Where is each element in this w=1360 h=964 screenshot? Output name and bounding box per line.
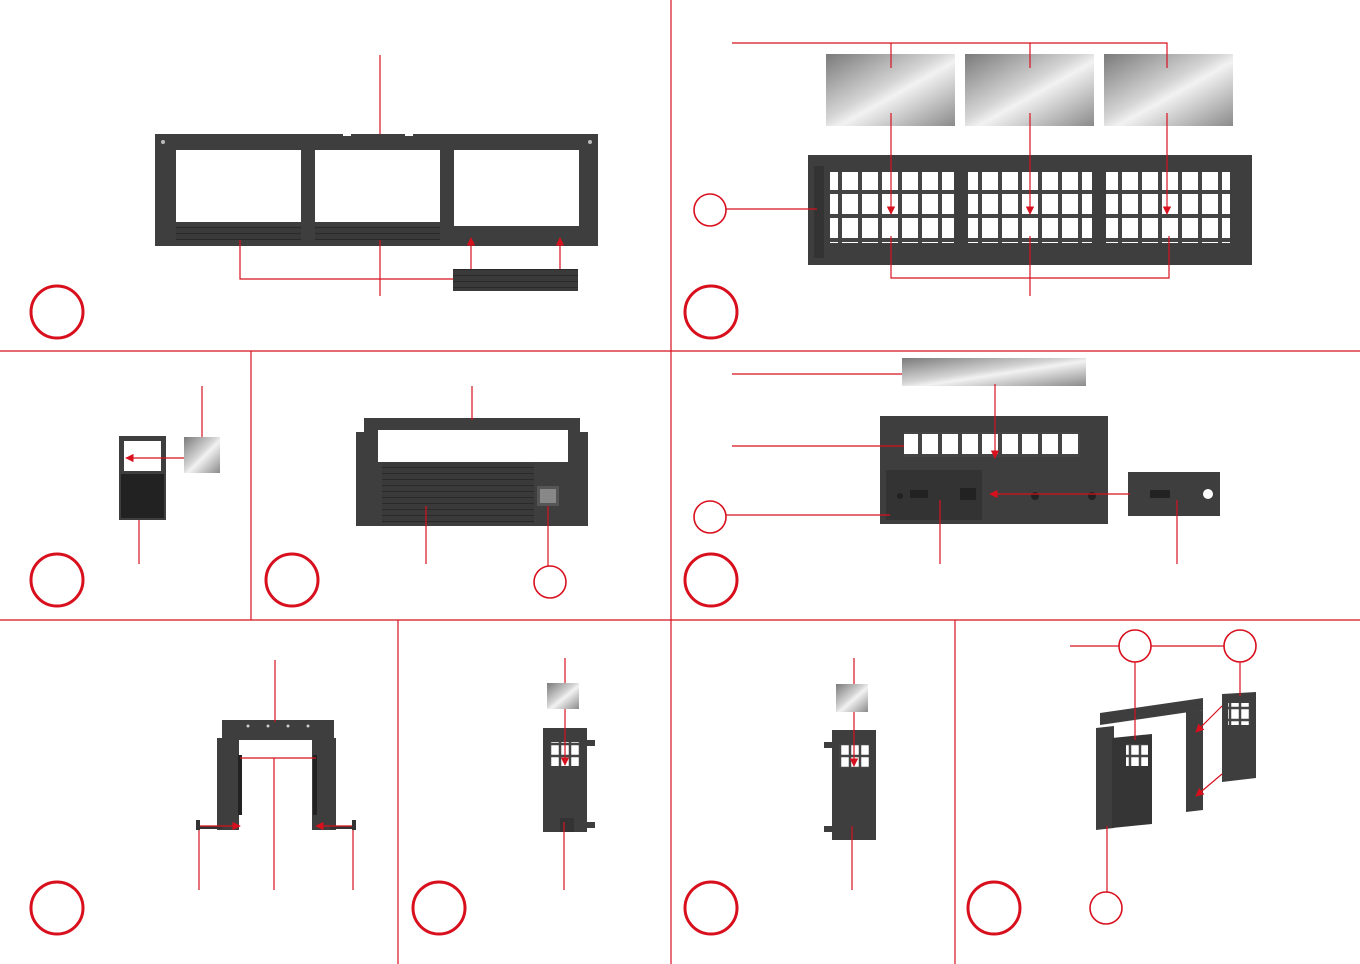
leader-lines (1070, 646, 1240, 892)
step-circle (685, 882, 737, 934)
step-a (31, 55, 598, 338)
right-door-part (1222, 692, 1256, 782)
door-marker-circle (534, 566, 566, 598)
step-b (685, 43, 1252, 338)
glass-strip (902, 358, 1086, 386)
door-front-part (356, 418, 588, 526)
step-f (31, 660, 356, 934)
arch-assembly (1096, 698, 1203, 830)
side-wall-part (880, 416, 1108, 524)
top-marker-left (1119, 630, 1151, 662)
side-marker-circle (694, 501, 726, 533)
small-door-part (119, 436, 166, 520)
arch-frame-part (217, 720, 336, 830)
step-g (413, 658, 595, 934)
step-d (266, 386, 588, 606)
step-circle (31, 554, 83, 606)
small-panel-part (1128, 472, 1220, 516)
side-marker-circle (694, 194, 726, 226)
slatted-insert-part (453, 269, 578, 291)
step-circle (968, 882, 1020, 934)
step-circle (685, 286, 737, 338)
step-e (685, 358, 1220, 606)
step-circle (31, 286, 83, 338)
glass-square (184, 437, 220, 473)
glass-square (547, 683, 579, 709)
glass-pane-3 (1104, 54, 1233, 126)
door-leaf-part (824, 730, 876, 840)
step-h (685, 658, 876, 934)
top-marker-right (1224, 630, 1256, 662)
step-circle (31, 882, 83, 934)
door-leaf-part (543, 728, 595, 832)
long-frame-part (155, 130, 598, 246)
step-circle (266, 554, 318, 606)
bottom-marker (1090, 892, 1122, 924)
step-i (968, 630, 1256, 934)
step-c (31, 386, 220, 606)
step-circle (413, 882, 465, 934)
glass-square (836, 684, 868, 712)
step-circle (685, 554, 737, 606)
